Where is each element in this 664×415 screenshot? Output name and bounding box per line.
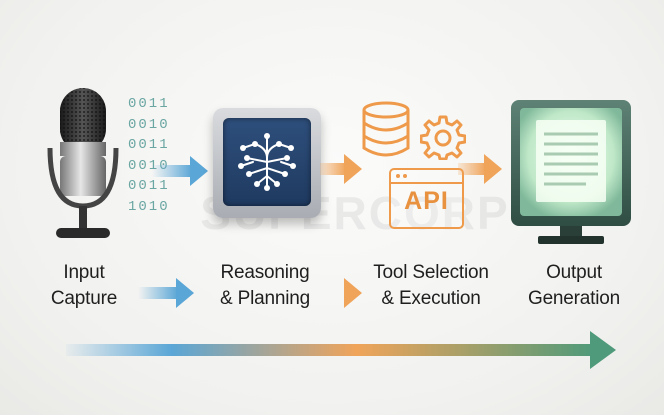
stage-label-line: & Execution bbox=[381, 288, 481, 309]
stage-label-tool-selection: Tool Selection & Execution bbox=[358, 260, 504, 312]
monitor-icon bbox=[511, 100, 631, 244]
flow-arrow-orange bbox=[344, 278, 362, 308]
database-icon bbox=[362, 101, 410, 157]
stage-label-line: Input bbox=[63, 262, 105, 283]
flow-arrow-blue bbox=[138, 278, 194, 308]
flow-arrow-orange bbox=[458, 154, 502, 184]
flow-arrow-orange bbox=[320, 154, 362, 184]
pipeline-progress-arrow bbox=[66, 331, 616, 369]
processor-chip-icon bbox=[213, 108, 321, 218]
stage-label-line: & Planning bbox=[220, 288, 310, 309]
stage-label-input-capture: Input Capture bbox=[28, 260, 140, 312]
binary-line: 0011 bbox=[128, 96, 170, 112]
stage-label-reasoning-planning: Reasoning & Planning bbox=[200, 260, 330, 312]
stage-label-line: Tool Selection bbox=[373, 262, 489, 283]
stage-label-line: Reasoning bbox=[220, 262, 310, 283]
neural-circuit-icon bbox=[238, 133, 296, 191]
microphone-icon bbox=[47, 88, 119, 238]
binary-line: 1010 bbox=[128, 198, 170, 215]
stage-label-line: Generation bbox=[527, 288, 620, 309]
api-window-icon: API bbox=[389, 168, 464, 229]
flow-arrow-blue bbox=[152, 156, 208, 186]
api-label: API bbox=[404, 187, 449, 215]
binary-line: 0011 bbox=[128, 178, 170, 194]
stage-label-line: Capture bbox=[50, 288, 118, 309]
binary-line: 0010 bbox=[128, 116, 170, 133]
stage-label-line: Output bbox=[546, 262, 602, 283]
stage-label-output-generation: Output Generation bbox=[512, 260, 636, 312]
gear-icon bbox=[420, 115, 466, 160]
binary-line: 0011 bbox=[128, 137, 170, 153]
